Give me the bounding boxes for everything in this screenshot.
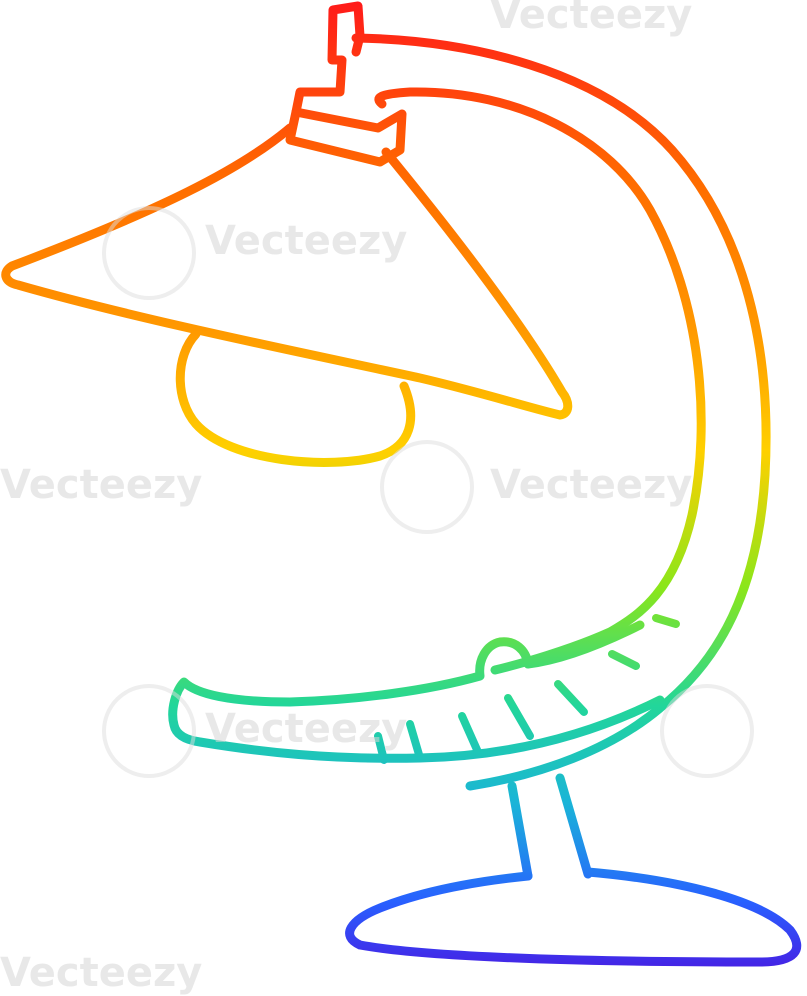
grip-ridge xyxy=(652,614,680,628)
grip-ridge xyxy=(406,720,424,762)
grip-ridge xyxy=(608,650,640,670)
lamp-clamp xyxy=(168,620,665,763)
grip-ridge xyxy=(504,694,534,740)
lamp-top-clip xyxy=(291,1,365,117)
grip-ridge xyxy=(458,712,482,756)
grip-ridge xyxy=(554,680,588,716)
lamp-arm-inner xyxy=(374,87,706,675)
lamp-arm-outer xyxy=(351,33,771,791)
lamp-collar xyxy=(285,107,407,167)
grip-ridge xyxy=(374,732,388,764)
lamp-base xyxy=(345,867,802,967)
lamp-stand-post xyxy=(507,773,593,881)
lamp-grip-ridges xyxy=(374,614,680,764)
lamp-shade xyxy=(1,123,573,420)
lamp-bulb xyxy=(175,329,416,467)
